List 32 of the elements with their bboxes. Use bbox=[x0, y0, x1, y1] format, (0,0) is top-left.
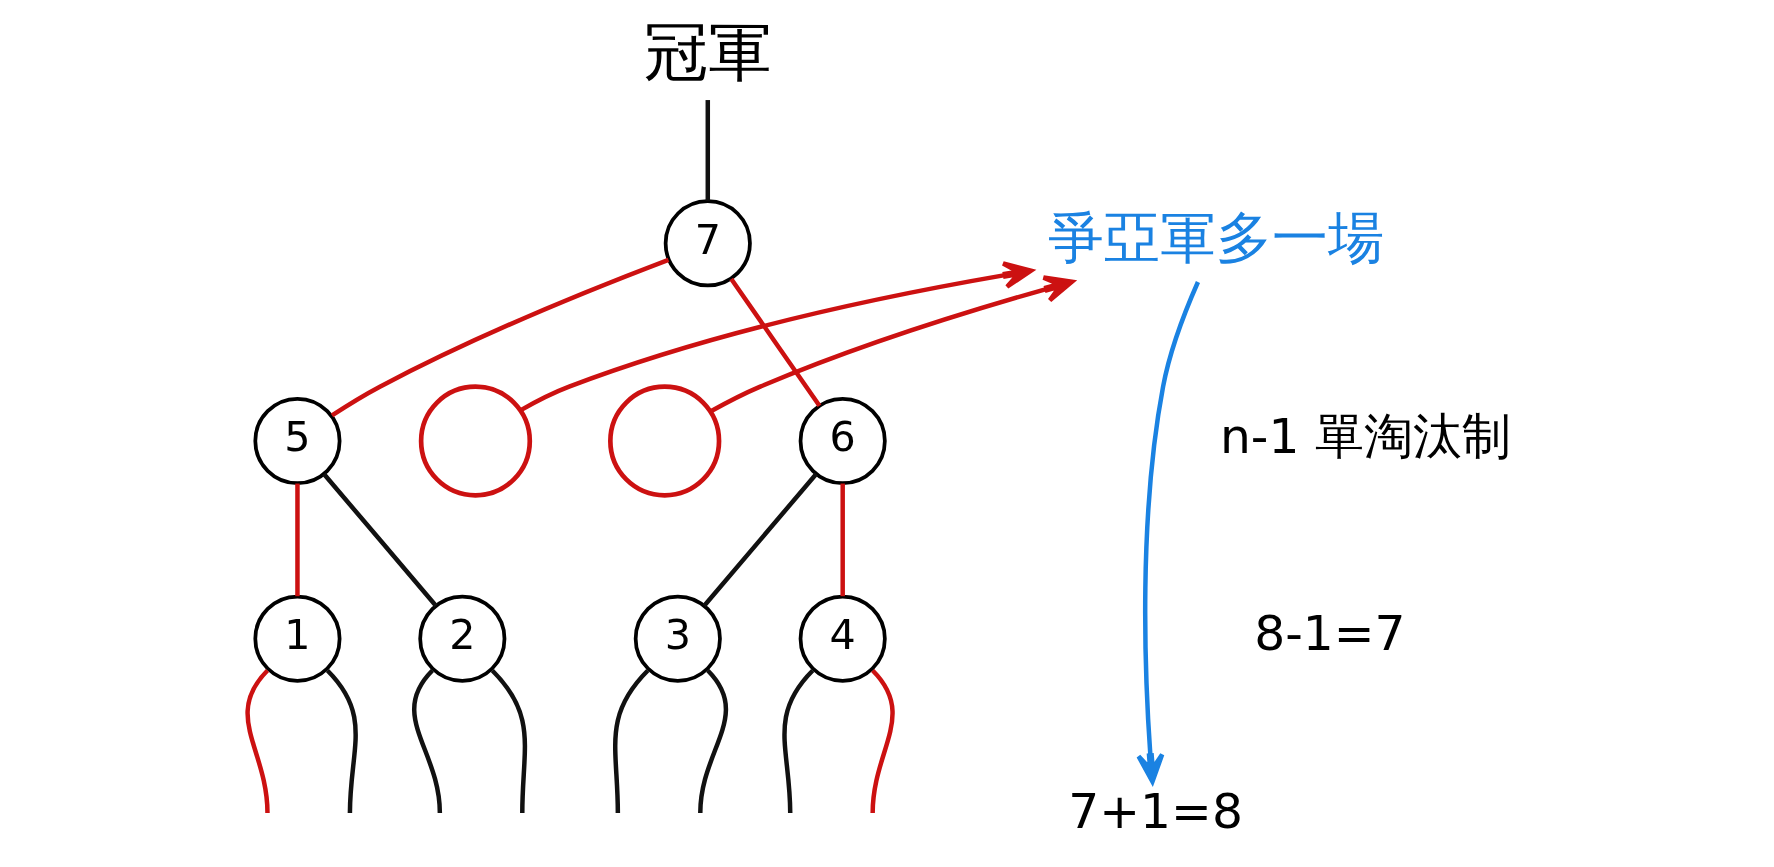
connector bbox=[870, 669, 895, 814]
node-circle: 2 bbox=[418, 594, 507, 683]
node-circle bbox=[418, 384, 533, 498]
connector bbox=[729, 277, 822, 407]
node-circle bbox=[608, 384, 722, 498]
connector bbox=[245, 669, 270, 814]
arrow bbox=[1136, 281, 1200, 784]
label: n-1 單淘汰制 bbox=[1219, 407, 1511, 464]
node-circle: 7 bbox=[663, 199, 752, 288]
connector bbox=[330, 257, 670, 418]
node-circle: 6 bbox=[798, 396, 887, 486]
arrow bbox=[519, 261, 1034, 413]
connector bbox=[782, 669, 815, 813]
connector bbox=[490, 669, 528, 813]
connector bbox=[322, 472, 438, 608]
connector bbox=[702, 472, 818, 608]
node-circle: 4 bbox=[798, 594, 887, 683]
connector bbox=[412, 669, 443, 814]
node-circle: 1 bbox=[253, 594, 342, 683]
label: 8-1=7 bbox=[1254, 605, 1406, 662]
connector bbox=[325, 669, 358, 813]
connector bbox=[840, 483, 845, 597]
node-text: 7+1=8 bbox=[1068, 783, 1243, 840]
connector bbox=[705, 100, 711, 201]
node-text: 爭亞軍多一場 bbox=[1047, 205, 1384, 271]
connector bbox=[295, 483, 300, 597]
arrow bbox=[709, 275, 1075, 414]
connector bbox=[698, 669, 728, 814]
node-circle: 3 bbox=[633, 594, 722, 683]
connector bbox=[613, 669, 650, 813]
node-circle: 5 bbox=[253, 396, 342, 486]
node-text: 冠軍 bbox=[643, 15, 772, 90]
